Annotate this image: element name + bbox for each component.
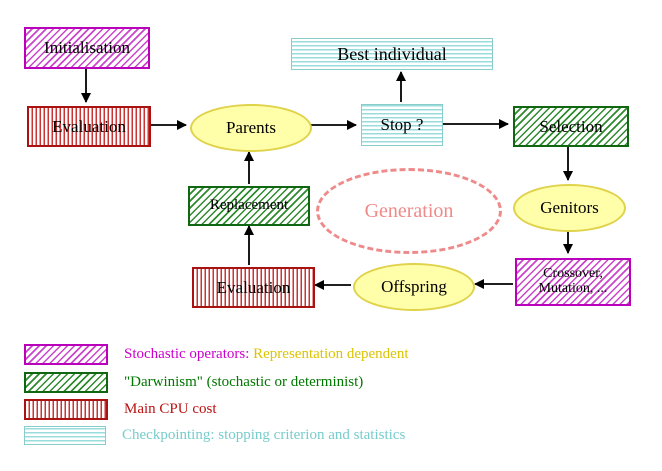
legend-row-stochastic: Stochastic operators: Representation dep… [24, 344, 409, 365]
node-replacement: Replacement [188, 186, 310, 226]
node-parents: Parents [190, 104, 312, 152]
legend-swatch-cpu-cost [24, 399, 108, 420]
legend-row-cpu-cost: Main CPU cost [24, 399, 217, 420]
legend-label-darwinism: "Darwinism" (stochastic or determinist) [124, 374, 364, 390]
node-selection: Selection [513, 106, 629, 147]
crossover-line1: Crossover, [543, 266, 603, 282]
legend-label-stochastic: Stochastic operators: Representation dep… [124, 346, 409, 363]
legend-label-cpu-cost: Main CPU cost [124, 401, 217, 417]
legend-label-stochastic-main: Stochastic operators: [124, 346, 250, 362]
legend-swatch-darwinism [24, 372, 108, 393]
legend-row-darwinism: "Darwinism" (stochastic or determinist) [24, 372, 363, 393]
legend-swatch-stochastic [24, 344, 108, 365]
node-genitors: Genitors [513, 184, 626, 232]
node-evaluation-bottom: Evaluation [192, 267, 315, 308]
node-initialisation: Initialisation [24, 27, 150, 69]
legend-label-representation: Representation dependent [253, 346, 409, 362]
node-generation-loop: Generation [316, 168, 502, 254]
node-best-individual: Best individual [291, 38, 493, 70]
node-evaluation-top: Evaluation [27, 106, 151, 147]
legend-row-checkpointing: Checkpointing: stopping criterion and st… [24, 426, 405, 445]
crossover-line2: Mutation, ... [538, 281, 608, 296]
legend-label-checkpointing: Checkpointing: stopping criterion and st… [122, 427, 406, 443]
node-offspring: Offspring [353, 263, 475, 311]
node-crossover-mutation: Crossover, Mutation, ... [515, 258, 631, 306]
node-stop: Stop ? [361, 104, 443, 146]
legend-swatch-checkpointing [24, 426, 106, 445]
